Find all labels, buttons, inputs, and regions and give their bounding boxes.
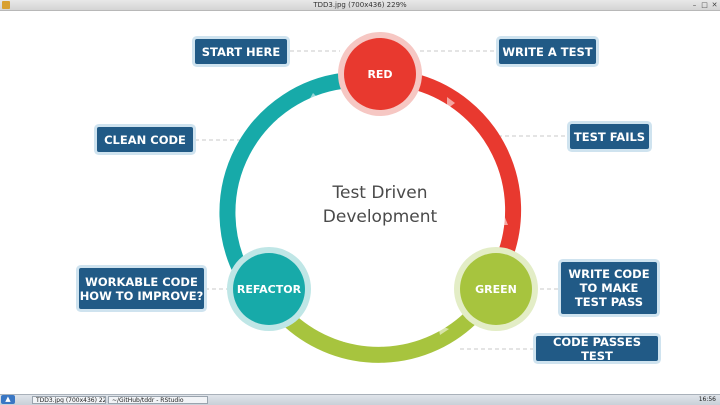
- start-menu-button[interactable]: ▲: [1, 395, 15, 404]
- minimize-button[interactable]: –: [692, 1, 697, 9]
- node-red: [338, 32, 422, 116]
- test-fails-label: TEST FAILS: [573, 129, 646, 144]
- write-code-label-line3: TEST PASS: [574, 295, 644, 309]
- write-code-label-line1: WRITE CODE: [568, 267, 650, 281]
- workable-code-label-line2: HOW TO IMPROVE?: [79, 288, 204, 303]
- node-refactor-label: REFACTOR: [237, 283, 302, 296]
- workable-code-box: WORKABLE CODE HOW TO IMPROVE?: [79, 268, 204, 309]
- write-a-test-box: WRITE A TEST: [499, 39, 596, 64]
- image-canvas: RED GREEN REFACTOR Test Driven Developme…: [0, 11, 720, 394]
- taskbar-item-image-viewer[interactable]: TDD3.jpg (700x436) 229%: [32, 396, 106, 404]
- image-viewer-icon: [2, 1, 10, 9]
- write-a-test-label: WRITE A TEST: [502, 44, 593, 59]
- test-fails-box: TEST FAILS: [570, 124, 649, 149]
- window-title: TDD3.jpg (700x436) 229%: [313, 1, 407, 9]
- maximize-button[interactable]: □: [701, 1, 708, 9]
- code-passes-test-label: CODE PASSES TEST: [552, 334, 642, 363]
- ring-arrows: [241, 93, 508, 345]
- ring-segment-green: [284, 308, 481, 363]
- code-passes-test-box: CODE PASSES TEST: [536, 334, 658, 363]
- node-refactor: [227, 247, 311, 331]
- start-here-label: START HERE: [201, 44, 281, 59]
- taskbar-item-rstudio[interactable]: ~/GitHub/tddr - RStudio: [108, 396, 208, 404]
- ring-segment-red: [415, 74, 522, 261]
- center-title-line1: Test Driven: [332, 183, 428, 203]
- clean-code-label: CLEAN CODE: [104, 132, 186, 147]
- clock: 16:56: [698, 396, 716, 403]
- taskbar: ▲ TDD3.jpg (700x436) 229% ~/GitHub/tddr …: [0, 394, 720, 405]
- start-here-box: START HERE: [195, 39, 287, 64]
- workable-code-label-line1: WORKABLE CODE: [85, 274, 198, 289]
- node-red-label: RED: [367, 68, 392, 81]
- window-title-bar: TDD3.jpg (700x436) 229% – □ ✕: [0, 0, 720, 11]
- node-green: [454, 247, 538, 331]
- tdd-cycle-diagram: RED GREEN REFACTOR: [195, 32, 570, 363]
- node-green-label: GREEN: [475, 283, 517, 296]
- center-title-line2: Development: [322, 207, 438, 227]
- close-button[interactable]: ✕: [711, 1, 718, 9]
- clean-code-box: CLEAN CODE: [97, 127, 193, 152]
- ring-segment-teal: [219, 72, 344, 277]
- write-code-box: WRITE CODE TO MAKE TEST PASS: [561, 262, 657, 314]
- write-code-label-line2: TO MAKE: [579, 281, 639, 295]
